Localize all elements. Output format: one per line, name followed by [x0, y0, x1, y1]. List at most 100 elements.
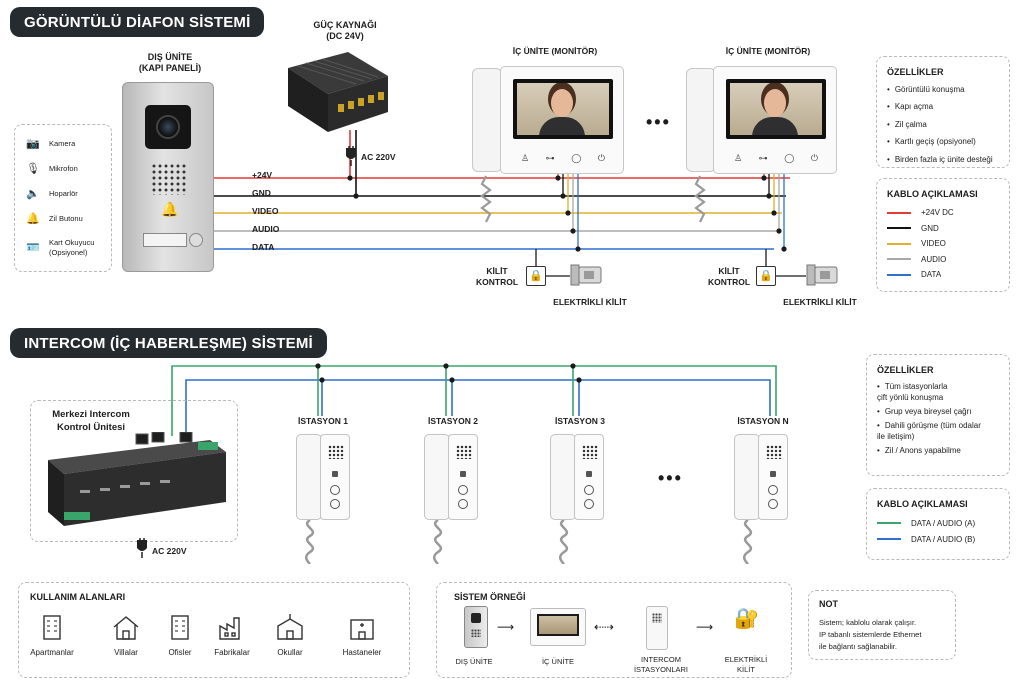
example-intercom-station-icon	[646, 606, 668, 650]
legend-label: DATA / AUDIO (A)	[911, 518, 976, 528]
component-row: 📷Kamera	[23, 131, 103, 156]
lock-control-icon-2: 🔒	[756, 266, 776, 286]
junction-dot	[761, 175, 767, 181]
monitor-title-1: İÇ ÜNİTE (MONİTÖR)	[512, 46, 598, 56]
power-plug-icon-intercom	[137, 538, 147, 558]
note-title: NOT	[819, 599, 838, 609]
feature-item: Dahili görüşme (tüm odalar ile iletişim)	[877, 420, 999, 442]
handset-cord	[694, 175, 706, 223]
junction-dot	[771, 210, 777, 216]
monitor-unit-1: ♙⊶◯⏻	[500, 66, 624, 174]
example-label-lock: ELEKTRİKLİ KİLİT	[724, 655, 768, 674]
monitor-buttons-2[interactable]: ♙⊶◯⏻	[734, 153, 818, 163]
school-icon	[275, 612, 305, 642]
monitor-screen-1	[513, 79, 613, 139]
feature-item: Zil çalma	[887, 118, 999, 132]
power-supply-icon	[288, 52, 388, 132]
ac-label-intercom: AC 220V	[152, 546, 187, 556]
junction-dot	[766, 193, 772, 199]
usage-areas-title: KULLANIM ALANLARI	[30, 592, 126, 602]
office-icon	[165, 612, 195, 642]
card-reader-icon: 🪪	[26, 242, 40, 254]
control-unit-title: Merkezi Intercom Kontrol Ünitesi	[52, 409, 130, 433]
component-label: Zil Butonu	[49, 214, 83, 223]
factory-icon	[217, 612, 247, 642]
example-label-outdoor: DIŞ ÜNİTE	[455, 657, 493, 666]
legend-label: GND	[921, 223, 939, 233]
note-box: NOT Sistem; kablolu olarak çalışır. IP t…	[808, 590, 956, 660]
component-row: 🪪 Kart Okuyucu (Opsiyonel)	[23, 231, 103, 265]
component-row: 🔔 Zil Butonu	[23, 206, 103, 231]
station-ellipsis: •••	[658, 468, 683, 488]
component-row: 🔈 Hoparlör	[23, 181, 103, 206]
feature-item: Görüntülü konuşma	[887, 83, 999, 97]
legend-row: GND	[887, 221, 999, 237]
monitor-handset-2[interactable]	[686, 68, 716, 172]
station-title-3: İSTASYON 3	[555, 416, 605, 426]
intercom-features-box: ÖZELLİKLER Tüm istasyonlarla çift yönlü …	[866, 354, 1010, 476]
microphone-icon: 🎙	[26, 163, 40, 175]
ac-label-top: AC 220V	[361, 152, 396, 162]
video-features-box: ÖZELLİKLER Görüntülü konuşmaKapı açmaZil…	[876, 56, 1010, 168]
usage-item: Hastaneler	[330, 612, 394, 657]
example-outdoor-unit-icon	[464, 606, 488, 648]
control-unit-icon	[48, 432, 226, 526]
feature-item: Kartlı geçiş (opsiyonel)	[887, 135, 999, 149]
intercom-features-title: ÖZELLİKLER	[877, 365, 934, 375]
intercom-features-list: Tüm istasyonlarla çift yönlü konuşmaGrup…	[877, 381, 999, 456]
legend-swatch	[877, 522, 901, 524]
usage-item: Apartmanlar	[20, 612, 84, 657]
power-supply-title: GÜÇ KAYNAĞI (DC 24V)	[313, 20, 377, 41]
lock-control-icon-1: 🔒	[526, 266, 546, 286]
call-button[interactable]	[189, 233, 203, 247]
component-label: Kart Okuyucu (Opsiyonel)	[49, 238, 95, 257]
component-label: Mikrofon	[49, 164, 78, 173]
note-text: Sistem; kablolu olarak çalışır. IP taban…	[819, 618, 922, 651]
camera-icon: 📷	[26, 138, 40, 150]
component-label: Hoparlör	[49, 189, 78, 198]
hospital-icon	[347, 612, 377, 642]
outdoor-components-box: 📷Kamera 🎙Mikrofon 🔈Hoparlör 🔔Zil Butonu …	[14, 124, 112, 272]
electric-lock-label-1: ELEKTRİKLİ KİLİT	[553, 297, 627, 307]
video-cable-legend-title: KABLO AÇIKLAMASI	[887, 189, 978, 199]
legend-swatch	[877, 538, 901, 540]
name-plate	[143, 233, 187, 247]
station-title-1: İSTASYON 1	[298, 416, 348, 426]
junction-dot	[576, 377, 582, 383]
electric-lock-label-2: ELEKTRİKLİ KİLİT	[783, 297, 857, 307]
monitor-handset-1[interactable]	[472, 68, 502, 172]
junction-dot	[781, 246, 787, 252]
usage-label: Ofisler	[168, 648, 192, 657]
legend-label: +24V DC	[921, 208, 954, 218]
usage-label: Apartmanlar	[30, 648, 74, 657]
example-indoor-unit-icon	[530, 608, 586, 646]
usage-item: Fabrikalar	[200, 612, 264, 657]
component-row: 🎙 Mikrofon	[23, 156, 103, 181]
wire-label-video: VIDEO	[252, 206, 279, 216]
legend-swatch	[887, 258, 911, 261]
station-title-n: İSTASYON N	[737, 416, 789, 426]
usage-item: Villalar	[94, 612, 158, 657]
speaker-icon: 🔈	[26, 188, 40, 200]
video-features-title: ÖZELLİKLER	[887, 67, 944, 77]
arrow-icon: ⟶	[497, 620, 515, 634]
system-example-title: SİSTEM ÖRNEĞİ	[454, 592, 526, 602]
junction-dot	[570, 228, 576, 234]
usage-label: Villalar	[114, 648, 138, 657]
example-label-indoor: İÇ ÜNİTE	[541, 657, 575, 666]
legend-label: DATA / AUDIO (B)	[911, 534, 976, 544]
usage-label: Hastaneler	[342, 648, 382, 657]
wire-label-24v: +24V	[252, 170, 273, 180]
wire-label-audio: AUDIO	[252, 224, 280, 234]
monitor-buttons-1[interactable]: ♙⊶◯⏻	[521, 153, 605, 163]
handset-cord	[480, 175, 492, 223]
example-lock-icon: 🔐	[734, 608, 759, 630]
bidirectional-arrow-icon: ⇠⇢	[594, 620, 615, 634]
arrow-icon-2: ⟶	[696, 620, 714, 634]
feature-item: Grup veya bireysel çağrı	[877, 406, 999, 417]
bell-button-icon: 🔔	[26, 213, 40, 225]
intercom-bus-b	[185, 379, 771, 436]
intercom-bus-a	[171, 365, 777, 436]
legend-row: DATA	[887, 267, 999, 283]
